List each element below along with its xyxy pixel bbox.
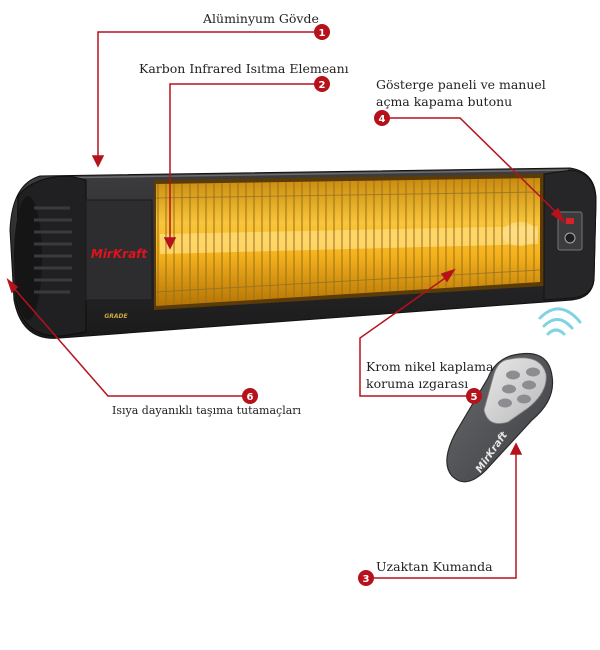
callout-badge-6: 6 bbox=[242, 388, 258, 404]
svg-text:4: 4 bbox=[379, 114, 386, 125]
callout-4-label: Gösterge paneli ve manuel açma kapama bu… bbox=[376, 77, 546, 109]
callout-leaders bbox=[6, 31, 566, 579]
callout-badge-5: 5 bbox=[466, 388, 482, 404]
remote-button[interactable] bbox=[517, 394, 531, 404]
callout-badge-3: 3 bbox=[358, 570, 374, 586]
left-handle bbox=[14, 175, 87, 337]
svg-text:1: 1 bbox=[319, 28, 326, 39]
signal-waves-icon bbox=[538, 307, 582, 336]
power-button[interactable] bbox=[564, 232, 576, 244]
callout-5-label: Krom nikel kaplama koruma ızgarası bbox=[366, 359, 494, 391]
svg-text:3: 3 bbox=[363, 574, 370, 585]
callout-5-leader bbox=[359, 275, 474, 397]
callout-1-arrowhead bbox=[91, 155, 105, 168]
callout-badge-1: 1 bbox=[314, 24, 330, 40]
callout-6-label: Isıya dayanıklı taşıma tutamaçları bbox=[112, 404, 302, 417]
remote-button[interactable] bbox=[506, 370, 520, 380]
callout-1-leader bbox=[97, 31, 322, 158]
svg-text:5: 5 bbox=[471, 392, 478, 403]
svg-text:6: 6 bbox=[247, 392, 254, 403]
callout-4-leader bbox=[382, 117, 561, 217]
remote-button[interactable] bbox=[502, 384, 516, 394]
remote-control: MirKraft bbox=[446, 307, 582, 483]
callout-badge-4: 4 bbox=[374, 110, 390, 126]
remote-button[interactable] bbox=[498, 398, 512, 408]
indicator-light bbox=[566, 218, 574, 224]
remote-button[interactable] bbox=[522, 380, 536, 390]
heater: MirKraft GRADE bbox=[9, 167, 597, 339]
brand-plate: MirKraft GRADE bbox=[85, 199, 153, 320]
callout-4-arrowhead bbox=[550, 207, 566, 225]
callout-1-label: Alüminyum Gövde bbox=[203, 11, 319, 26]
right-end-cap bbox=[543, 169, 597, 301]
callout-6-arrowhead bbox=[6, 277, 19, 294]
heater-brand-logo: MirKraft bbox=[91, 247, 149, 261]
callout-5-arrowhead bbox=[440, 268, 456, 283]
callout-6-leader bbox=[11, 285, 250, 397]
callout-3-leader bbox=[366, 452, 517, 579]
callout-3-arrowhead bbox=[509, 442, 523, 455]
callout-2-arrowhead bbox=[163, 237, 177, 250]
callout-2-label: Karbon Infrared Isıtma Elemeanı bbox=[139, 61, 349, 76]
heater-model-text: GRADE bbox=[104, 313, 128, 320]
protective-grille bbox=[157, 178, 535, 306]
callout-3-label: Uzaktan Kumanda bbox=[376, 559, 493, 574]
callout-badge-2: 2 bbox=[314, 76, 330, 92]
remote-button[interactable] bbox=[526, 367, 540, 377]
callout-2-leader bbox=[169, 83, 322, 240]
svg-text:2: 2 bbox=[319, 80, 326, 91]
